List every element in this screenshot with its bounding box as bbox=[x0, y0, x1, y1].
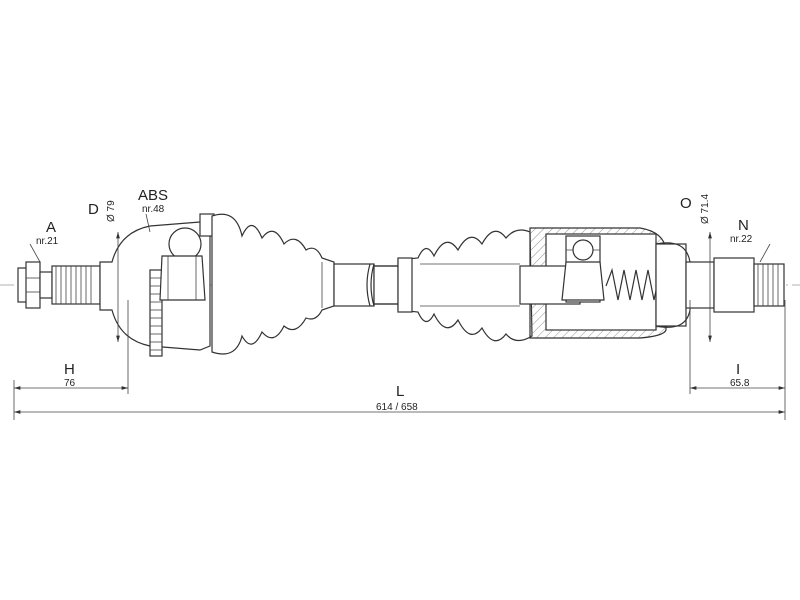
label-I-value: 65.8 bbox=[730, 378, 750, 389]
label-N-value: nr.22 bbox=[730, 234, 753, 245]
label-N-letter: N bbox=[738, 217, 749, 234]
label-ABS-letter: ABS bbox=[138, 187, 168, 204]
inner-boot bbox=[397, 229, 533, 342]
label-A-letter: A bbox=[46, 219, 56, 236]
inner-joint bbox=[519, 227, 691, 339]
label-O-value: Ø 71.4 bbox=[700, 194, 711, 224]
label-H-value: 76 bbox=[64, 378, 76, 389]
dimension-lines bbox=[13, 213, 786, 420]
label-L-value: 614 / 658 bbox=[376, 402, 418, 413]
label-A-value: nr.21 bbox=[36, 236, 59, 247]
label-D-letter: D bbox=[88, 201, 99, 218]
inner-stub bbox=[685, 257, 785, 313]
outer-joint bbox=[17, 213, 215, 357]
label-O-letter: O bbox=[680, 195, 692, 212]
shaft bbox=[333, 263, 405, 307]
label-ABS-value: nr.48 bbox=[142, 204, 165, 215]
label-D-value: Ø 79 bbox=[106, 200, 117, 222]
label-L-letter: L bbox=[396, 383, 404, 400]
outer-boot bbox=[211, 213, 335, 355]
label-I-letter: I bbox=[736, 361, 740, 378]
label-H-letter: H bbox=[64, 361, 75, 378]
